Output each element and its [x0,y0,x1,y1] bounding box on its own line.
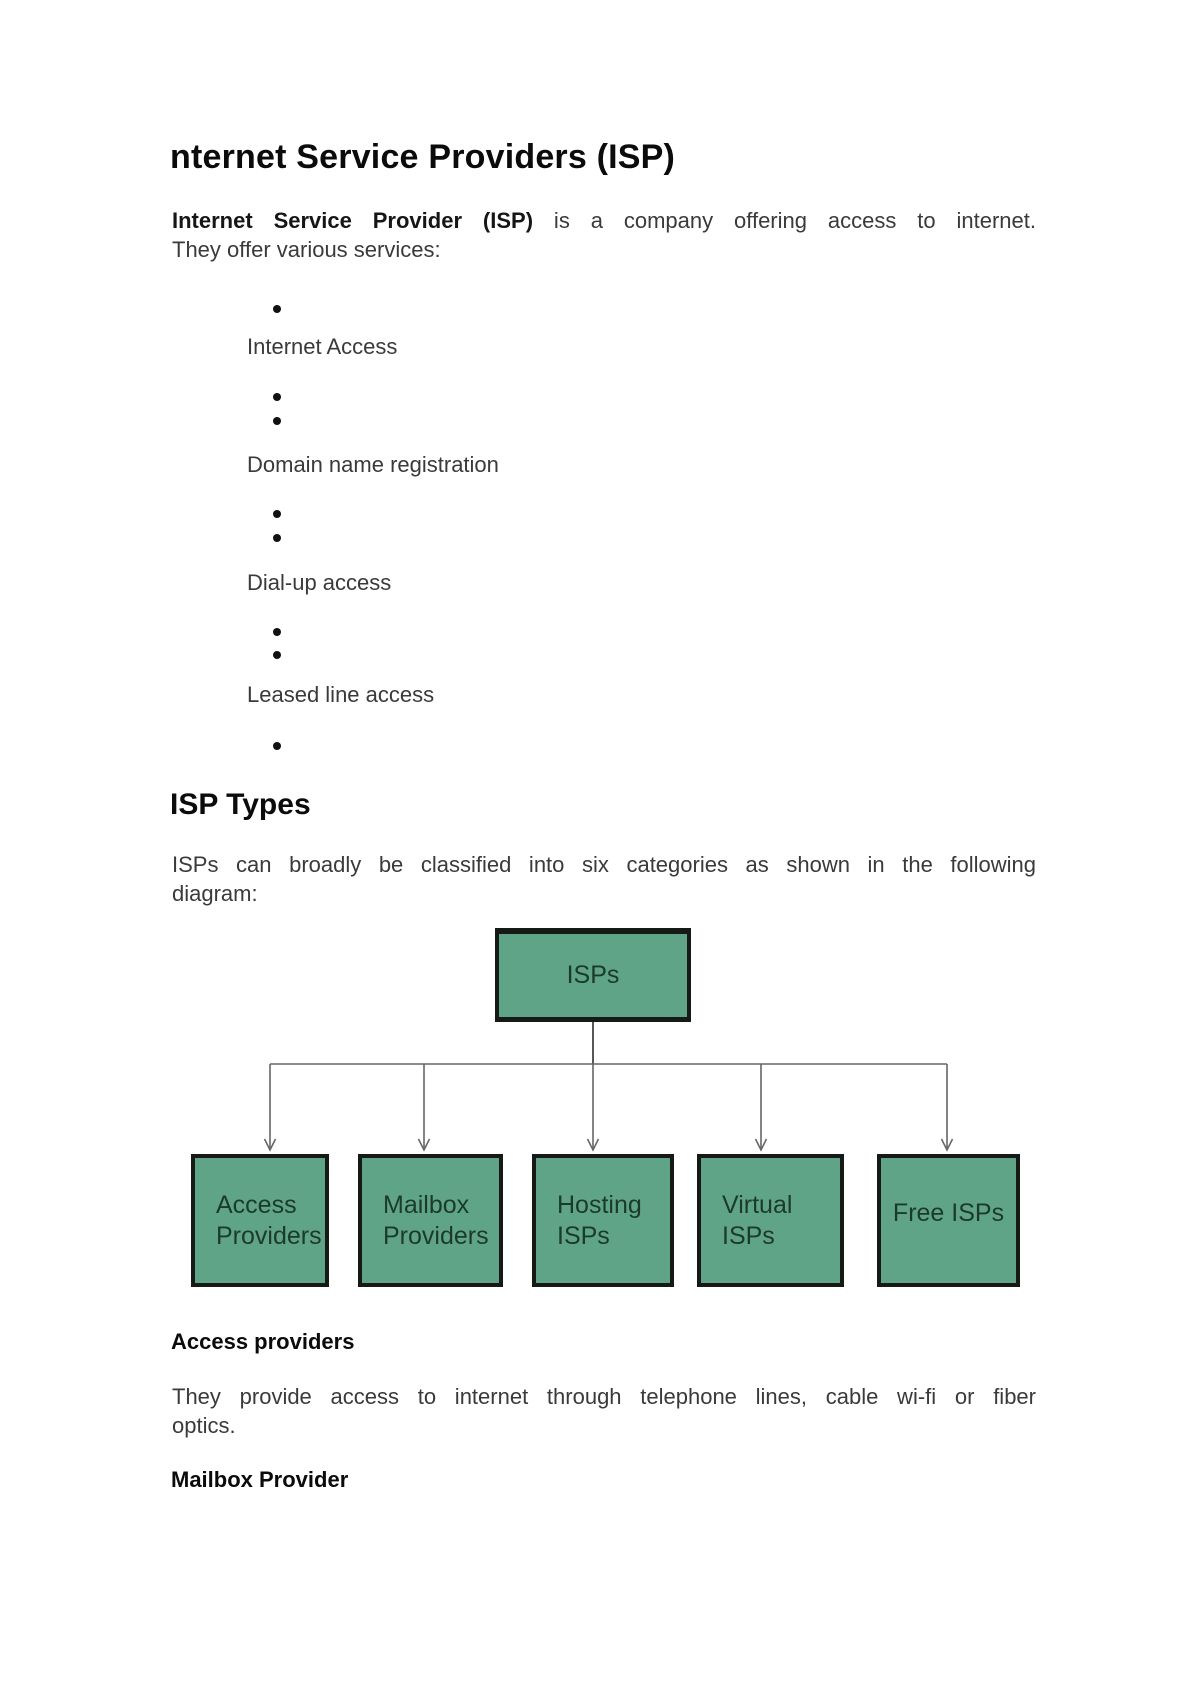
bullet-icon [273,417,281,425]
page-title: nternet Service Providers (ISP) [170,138,676,176]
bullet-icon [273,651,281,659]
isp-types-heading: ISP Types [170,788,311,821]
diagram-node-label-line1: Mailbox [383,1191,470,1219]
diagram-node-label-line2: ISPs [722,1222,775,1250]
diagram-node-label-line1: Virtual [722,1191,793,1219]
diagram-node-label-line1: Hosting [557,1191,642,1219]
intro-bold-lead: Internet Service Provider (ISP) [172,208,534,233]
bullet-icon [273,742,281,750]
bullet-icon [273,510,281,518]
diagram-node-virtual-isps: Virtual ISPs [697,1154,844,1287]
access-providers-line1: They provide access to internet through … [172,1384,1036,1409]
diagram-node-label-line1: Access [216,1191,297,1219]
diagram-node-label-line1: Free ISPs [892,1199,1005,1227]
bullet-icon [273,393,281,401]
service-item: Internet Access [247,334,398,359]
diagram-node-label-line2: ISPs [557,1222,610,1250]
diagram-node-label: ISPs [566,961,620,989]
intro-line1: Internet Service Provider (ISP) is a com… [172,206,1036,235]
bullet-icon [273,305,281,313]
diagram-node-label-line2: Providers [216,1222,322,1250]
diagram-node-free-isps: Free ISPs [877,1154,1020,1287]
bullet-icon [273,534,281,542]
diagram-node-access-providers: Access Providers [191,1154,329,1287]
intro-line1-rest: is a company offering access to internet… [533,208,1036,233]
service-item: Leased line access [247,682,435,707]
service-item: Dial-up access [247,570,392,595]
access-providers-line2: optics. [172,1413,236,1438]
bullet-icon [273,628,281,636]
access-providers-heading: Access providers [171,1329,355,1354]
isp-types-line2: diagram: [172,881,258,906]
isp-types-paragraph: ISPs can broadly be classified into six … [172,850,1036,908]
intro-paragraph: Internet Service Provider (ISP) is a com… [172,206,1036,264]
diagram-node-hosting-isps: Hosting ISPs [532,1154,674,1287]
intro-line2: They offer various services: [172,237,441,262]
access-providers-paragraph: They provide access to internet through … [172,1382,1036,1440]
diagram-node-mailbox-providers: Mailbox Providers [358,1154,503,1287]
mailbox-provider-heading: Mailbox Provider [171,1467,349,1492]
diagram-node-isps: ISPs [495,928,691,1022]
service-item: Domain name registration [247,452,499,477]
diagram-node-label-line2: Providers [383,1222,489,1250]
isp-types-line1: ISPs can broadly be classified into six … [172,852,1036,877]
